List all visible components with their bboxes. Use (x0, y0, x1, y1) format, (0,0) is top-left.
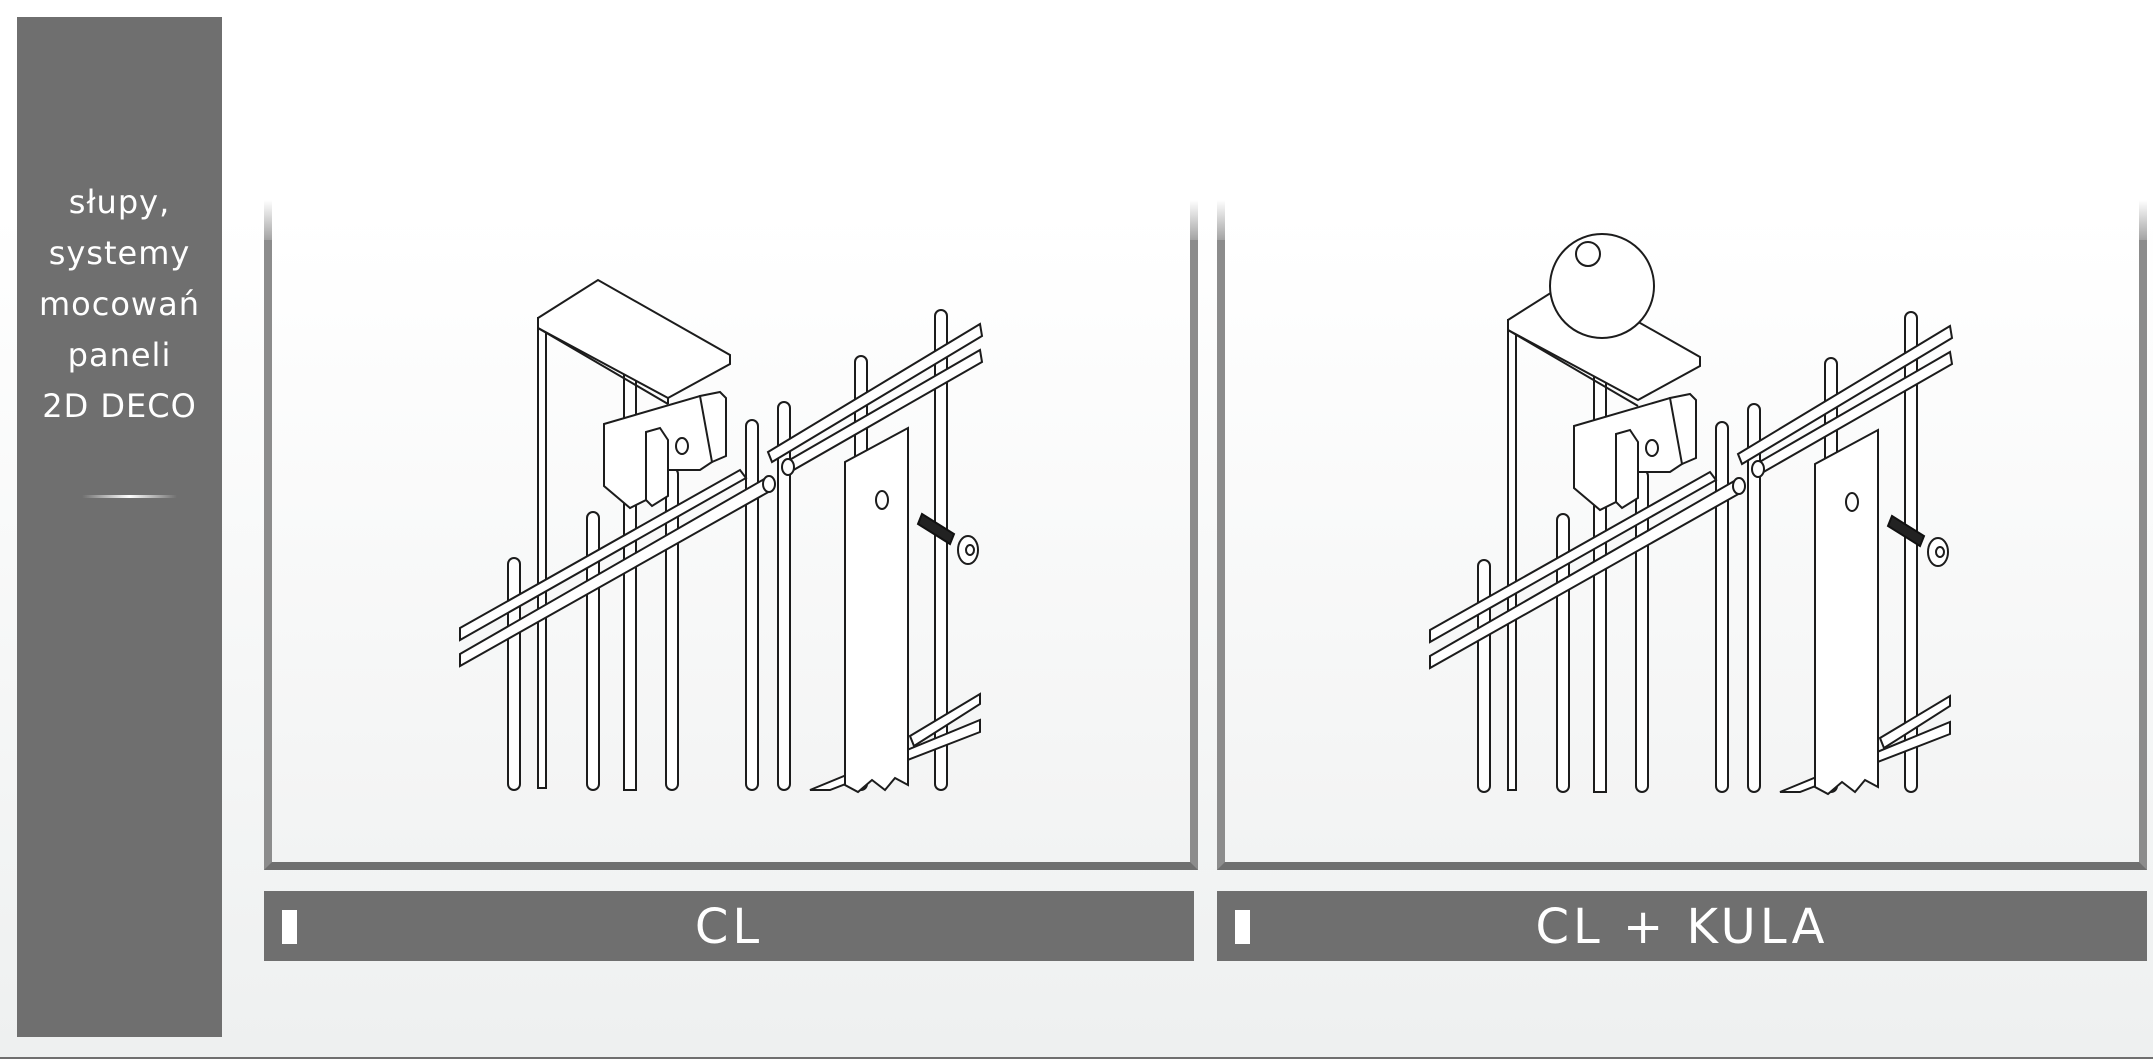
bar-marker (1235, 910, 1250, 944)
bar (459, 468, 748, 642)
bottom-rule (0, 1057, 2153, 1059)
bar (908, 692, 981, 748)
fence-drawing-cl-kula (1429, 233, 1954, 796)
bar-end (1732, 477, 1746, 495)
bar (1429, 478, 1744, 670)
clip (698, 390, 727, 464)
flat-bar (844, 426, 909, 794)
flat-bar-hole (875, 490, 889, 510)
post (537, 317, 547, 789)
frame-fade (1217, 200, 1225, 250)
sidebar-line-4: paneli (67, 336, 172, 374)
sidebar-line-5: 2D DECO (42, 387, 197, 425)
clip (1668, 392, 1697, 466)
wire (507, 557, 521, 791)
wire (1747, 403, 1761, 793)
wire (745, 419, 759, 791)
panel-frame-cl (264, 240, 1198, 870)
label-bar-cl: CL (264, 891, 1194, 961)
bar-marker (282, 910, 297, 944)
panel-label: CL + KULA (1535, 899, 1829, 955)
sidebar-line-2: systemy (48, 234, 191, 272)
bar-end (1751, 460, 1765, 478)
sidebar-divider (82, 495, 177, 498)
flat-bar (1814, 428, 1879, 796)
frame-fade (2139, 200, 2147, 250)
clip (645, 426, 669, 508)
sidebar: słupy, systemy mocowań paneli 2D DECO (17, 17, 222, 1037)
post-cap (537, 278, 731, 400)
wire (1904, 311, 1918, 793)
sidebar-line-3: mocowań (39, 285, 200, 323)
bar (459, 476, 774, 668)
wire (1715, 421, 1729, 793)
bar (1878, 694, 1951, 750)
panel-frame-cl-kula (1217, 240, 2147, 870)
wire (1477, 559, 1491, 793)
bolt (1886, 514, 1949, 567)
sidebar-title: słupy, systemy mocowań paneli 2D DECO (17, 177, 222, 432)
bolt (916, 512, 979, 565)
bar-end (781, 458, 795, 476)
panel-label: CL (694, 899, 764, 955)
flat-bar-hole (1845, 492, 1859, 512)
bar (1736, 324, 1954, 466)
bar (1429, 470, 1718, 644)
frame-fade (264, 200, 272, 250)
clip-hole (1645, 439, 1659, 457)
ball-finial (1549, 233, 1655, 339)
label-bar-cl-kula: CL + KULA (1217, 891, 2147, 961)
sidebar-line-1: słupy, (68, 183, 171, 221)
post (1507, 319, 1517, 791)
wire (777, 401, 791, 791)
wire (934, 309, 948, 791)
fence-drawing-cl (459, 278, 984, 794)
bar (766, 322, 984, 464)
clip-hole (675, 437, 689, 455)
clip (1615, 428, 1639, 510)
bar-end (762, 475, 776, 493)
frame-fade (1190, 200, 1198, 250)
